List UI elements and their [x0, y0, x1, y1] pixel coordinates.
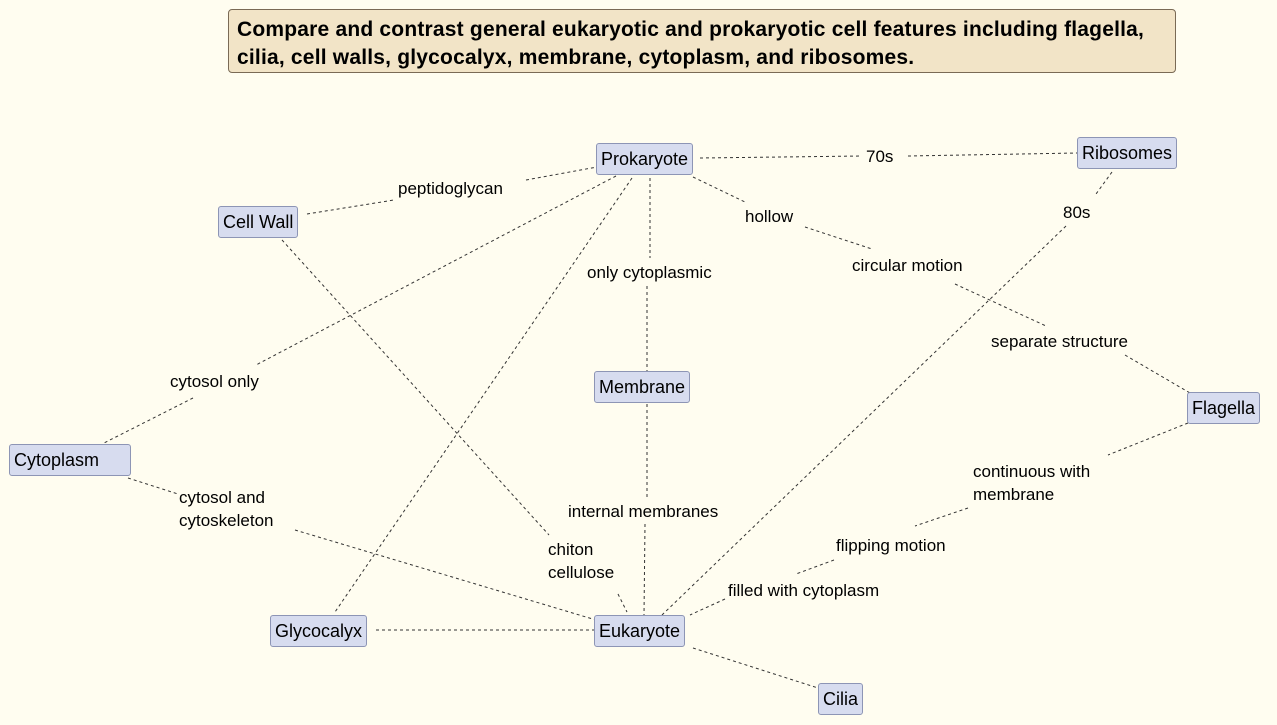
link-cytosolonly-cytoplasm	[103, 397, 194, 444]
label-70s: 70s	[864, 145, 896, 168]
link-prokaryote-glycocalyx	[334, 177, 633, 613]
link-cytosolcytoskel-eukaryote	[294, 529, 597, 621]
label-circular-motion: circular motion	[850, 254, 965, 277]
node-cytoplasm[interactable]: Cytoplasm	[9, 444, 131, 476]
link-cytoplasm-cytosolcytoskel	[127, 477, 179, 495]
link-internal-eukaryote	[643, 523, 646, 616]
label-cytosol-and-cytoskeleton: cytosol and cytoskeleton	[177, 486, 276, 532]
label-filled-with-cytoplasm: filled with cytoplasm	[726, 579, 882, 602]
link-cellwall-peptidoglycan	[306, 199, 395, 215]
node-flagella[interactable]: Flagella	[1187, 392, 1261, 424]
label-flipping-motion: flipping motion	[834, 534, 948, 557]
link-hollow-circular	[804, 226, 873, 250]
label-only-cytoplasmic: only cytoplasmic	[585, 261, 714, 284]
link-separate-flagella	[1124, 354, 1191, 394]
page-title: Compare and contrast general eukaryotic …	[228, 9, 1176, 73]
node-glycocalyx[interactable]: Glycocalyx	[270, 615, 368, 647]
label-continuous-with-membrane: continuous with membrane	[971, 460, 1093, 506]
label-80s: 80s	[1061, 201, 1093, 224]
label-internal-membranes: internal membranes	[566, 500, 721, 523]
link-eukaryote-cilia	[692, 647, 819, 689]
link-flagella-continuous	[1107, 422, 1189, 456]
link-prokaryote-70s	[699, 155, 863, 159]
link-peptidoglycan-prokaryote	[525, 166, 598, 181]
node-cell-wall[interactable]: Cell Wall	[218, 206, 299, 238]
node-ribosomes[interactable]: Ribosomes	[1077, 137, 1178, 169]
node-membrane[interactable]: Membrane	[594, 371, 691, 403]
link-ribosomes-80s	[1095, 171, 1113, 195]
node-prokaryote[interactable]: Prokaryote	[596, 143, 694, 175]
label-separate-structure: separate structure	[989, 330, 1131, 353]
link-filled-eukaryote	[689, 598, 726, 616]
link-flipping-filled	[795, 559, 835, 575]
link-continuous-flipping	[914, 507, 969, 527]
label-cytosol-only: cytosol only	[168, 370, 261, 393]
node-cilia[interactable]: Cilia	[818, 683, 864, 715]
link-chiton-eukaryote	[617, 593, 628, 613]
link-cellwall-chiton	[281, 239, 550, 536]
link-prokaryote-hollow	[692, 176, 746, 203]
label-hollow: hollow	[743, 205, 796, 228]
label-peptidoglycan: peptidoglycan	[396, 177, 505, 200]
node-eukaryote[interactable]: Eukaryote	[594, 615, 686, 647]
link-circular-separate	[954, 283, 1047, 327]
label-chiton-cellulose: chiton cellulose	[546, 538, 617, 584]
link-prokaryote-cytosolonly	[255, 175, 617, 366]
link-70s-ribosomes	[907, 152, 1078, 157]
